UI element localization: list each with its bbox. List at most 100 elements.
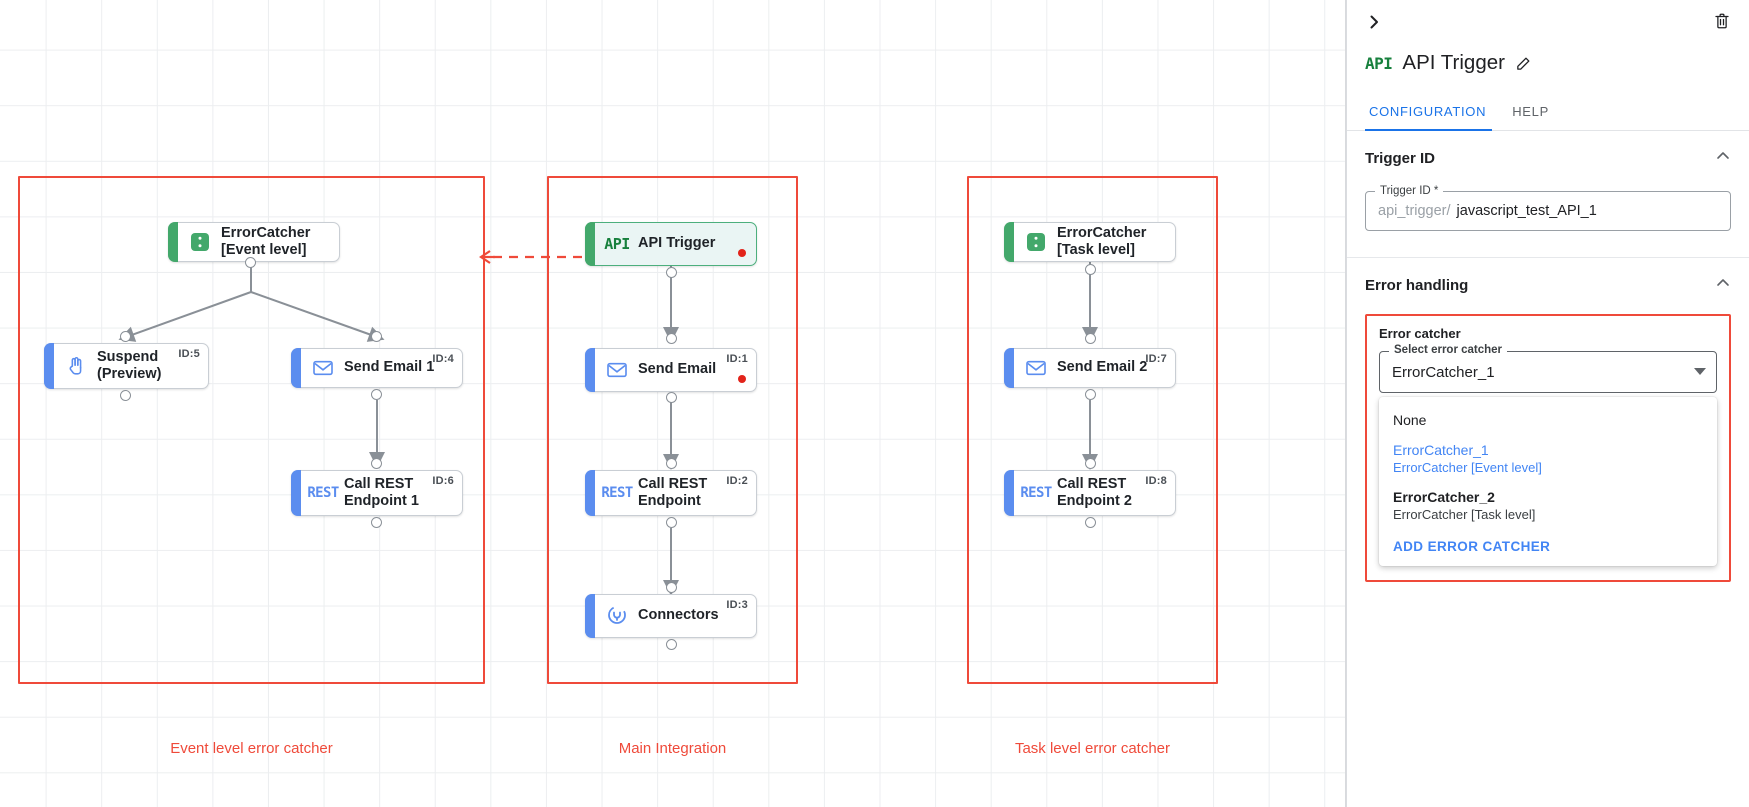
group-frame-main-integration[interactable] bbox=[547, 176, 798, 684]
error-catcher-highlight-box: Error catcher Select error catcher Error… bbox=[1365, 314, 1731, 582]
node-title: ErrorCatcher [Task level] bbox=[1057, 224, 1147, 258]
trigger-id-field[interactable]: Trigger ID * api_trigger/ javascript_tes… bbox=[1365, 185, 1731, 231]
node-call-rest-endpoint-1[interactable]: REST Call REST Endpoint 1 ID:6 bbox=[291, 470, 463, 516]
envelope-icon bbox=[302, 359, 344, 377]
panel-tabs: CONFIGURATION HELP bbox=[1347, 96, 1749, 131]
envelope-icon bbox=[1015, 359, 1057, 377]
node-api-trigger[interactable]: API API Trigger bbox=[585, 222, 757, 266]
chevron-down-icon[interactable] bbox=[1694, 363, 1706, 381]
node-port[interactable] bbox=[1085, 264, 1096, 275]
node-accent bbox=[44, 343, 54, 389]
trigger-id-value[interactable]: javascript_test_API_1 bbox=[1456, 203, 1597, 219]
node-port[interactable] bbox=[666, 517, 677, 528]
group-label-task-level: Task level error catcher bbox=[1014, 740, 1171, 757]
add-error-catcher-button[interactable]: ADD ERROR CATCHER bbox=[1393, 539, 1551, 554]
chevron-up-icon[interactable] bbox=[1715, 148, 1731, 168]
api-badge-icon: API bbox=[1365, 53, 1393, 73]
group-frame-task-level[interactable] bbox=[967, 176, 1218, 684]
section-header-error-handling[interactable]: Error handling bbox=[1365, 258, 1731, 312]
group-frame-event-level[interactable] bbox=[18, 176, 485, 684]
option-main-text: None bbox=[1393, 412, 1427, 428]
edit-pencil-icon[interactable] bbox=[1515, 55, 1532, 72]
node-id-badge: ID:2 bbox=[726, 475, 748, 487]
node-id-badge: ID:8 bbox=[1145, 475, 1167, 487]
details-panel: API API Trigger CONFIGURATION HELP Trigg… bbox=[1346, 0, 1749, 807]
node-port[interactable] bbox=[371, 517, 382, 528]
rest-glyph-text: REST bbox=[307, 485, 339, 501]
node-port[interactable] bbox=[1085, 517, 1096, 528]
node-send-email-2[interactable]: Send Email 2 ID:7 bbox=[1004, 348, 1176, 388]
node-port[interactable] bbox=[120, 331, 131, 342]
dropdown-option-none[interactable]: None bbox=[1379, 405, 1717, 435]
tab-configuration[interactable]: CONFIGURATION bbox=[1365, 96, 1508, 131]
option-sub-text: ErrorCatcher [Event level] bbox=[1393, 460, 1542, 475]
workflow-canvas[interactable]: Event level error catcher ErrorCatcher [… bbox=[0, 0, 1346, 807]
node-send-email[interactable]: Send Email ID:1 bbox=[585, 348, 757, 392]
dropdown-option-errorcatcher-2[interactable]: ErrorCatcher_2 ErrorCatcher [Task level] bbox=[1379, 482, 1717, 529]
section-error-handling: Error handling Error catcher Select erro… bbox=[1347, 258, 1749, 582]
node-port[interactable] bbox=[1085, 389, 1096, 400]
node-error-catcher-task[interactable]: ErrorCatcher [Task level] bbox=[1004, 222, 1176, 262]
section-trigger-id: Trigger ID Trigger ID * api_trigger/ jav… bbox=[1347, 131, 1749, 231]
node-accent bbox=[585, 348, 595, 392]
error-catcher-icon bbox=[179, 231, 221, 253]
node-accent bbox=[585, 222, 595, 266]
delete-trash-icon[interactable] bbox=[1709, 8, 1735, 34]
node-id-badge: ID:1 bbox=[726, 353, 748, 365]
node-id-badge: ID:3 bbox=[726, 599, 748, 611]
node-title: Send Email 2 bbox=[1057, 359, 1148, 376]
node-port[interactable] bbox=[666, 267, 677, 278]
select-error-catcher-legend: Select error catcher bbox=[1389, 344, 1508, 356]
node-send-email-1[interactable]: Send Email 1 ID:4 bbox=[291, 348, 463, 388]
node-call-rest-endpoint-2[interactable]: REST Call REST Endpoint 2 ID:8 bbox=[1004, 470, 1176, 516]
dropdown-option-errorcatcher-1[interactable]: ErrorCatcher_1 ErrorCatcher [Event level… bbox=[1379, 435, 1717, 482]
node-port[interactable] bbox=[666, 582, 677, 593]
node-port[interactable] bbox=[666, 639, 677, 650]
error-catcher-label: Error catcher bbox=[1379, 326, 1461, 341]
group-label-main-integration: Main Integration bbox=[618, 740, 727, 757]
node-accent bbox=[1004, 348, 1014, 388]
error-catcher-dropdown-menu[interactable]: None ErrorCatcher_1 ErrorCatcher [Event … bbox=[1379, 397, 1717, 566]
node-port[interactable] bbox=[666, 333, 677, 344]
node-port[interactable] bbox=[245, 257, 256, 268]
node-port[interactable] bbox=[1085, 458, 1096, 469]
node-connectors[interactable]: Connectors ID:3 bbox=[585, 594, 757, 638]
chevron-up-icon[interactable] bbox=[1715, 275, 1731, 295]
node-call-rest-endpoint[interactable]: REST Call REST Endpoint ID:2 bbox=[585, 470, 757, 516]
trigger-id-field-legend: Trigger ID * bbox=[1375, 185, 1444, 197]
select-error-catcher[interactable]: Select error catcher ErrorCatcher_1 bbox=[1379, 344, 1717, 393]
node-id-badge: ID:5 bbox=[178, 348, 200, 360]
panel-topbar bbox=[1347, 0, 1749, 44]
node-port[interactable] bbox=[371, 331, 382, 342]
select-error-catcher-value: ErrorCatcher_1 bbox=[1392, 363, 1495, 381]
node-port[interactable] bbox=[1085, 333, 1096, 344]
api-icon: API bbox=[596, 235, 638, 253]
node-port[interactable] bbox=[371, 389, 382, 400]
node-suspend[interactable]: Suspend (Preview) ID:5 bbox=[44, 343, 209, 389]
node-port[interactable] bbox=[120, 390, 131, 401]
node-title: Send Email 1 bbox=[344, 359, 435, 376]
option-sub-text: ErrorCatcher [Task level] bbox=[1393, 507, 1536, 522]
node-port[interactable] bbox=[666, 392, 677, 403]
node-port[interactable] bbox=[371, 458, 382, 469]
node-title: Send Email bbox=[638, 361, 717, 378]
hand-icon bbox=[55, 355, 97, 377]
node-accent bbox=[585, 470, 595, 516]
tab-help[interactable]: HELP bbox=[1512, 104, 1549, 119]
node-id-badge: ID:6 bbox=[432, 475, 454, 487]
group-label-event-level: Event level error catcher bbox=[170, 740, 333, 757]
node-error-catcher-event[interactable]: ErrorCatcher [Event level] bbox=[168, 222, 340, 262]
node-port[interactable] bbox=[666, 458, 677, 469]
rest-glyph-text: REST bbox=[1020, 485, 1052, 501]
option-main-text: ErrorCatcher_2 bbox=[1393, 489, 1495, 505]
node-accent bbox=[585, 594, 595, 638]
rest-glyph-text: REST bbox=[601, 485, 633, 501]
connectors-icon bbox=[596, 604, 638, 628]
section-header-trigger-id[interactable]: Trigger ID bbox=[1365, 131, 1731, 185]
section-divider bbox=[1347, 257, 1749, 258]
node-id-badge: ID:7 bbox=[1145, 353, 1167, 365]
node-accent bbox=[1004, 222, 1014, 262]
node-accent bbox=[1004, 470, 1014, 516]
collapse-panel-chevron-right-icon[interactable] bbox=[1360, 8, 1388, 36]
node-accent bbox=[291, 470, 301, 516]
